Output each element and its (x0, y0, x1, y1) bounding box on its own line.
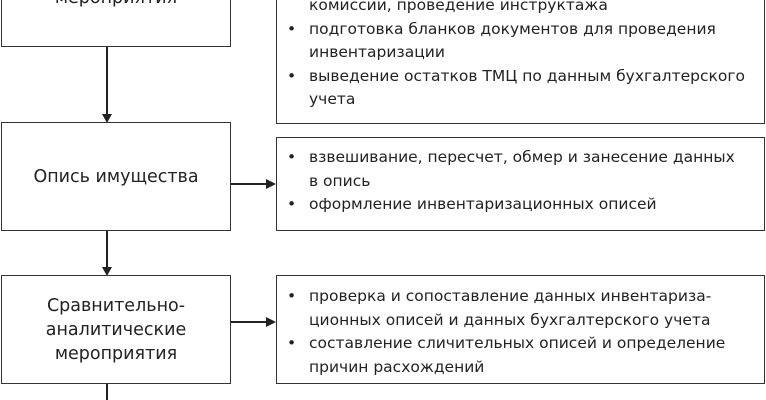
stage-label: аналитические (45, 319, 187, 340)
detail-line: проверка и сопоставление данных инвентар… (309, 287, 712, 305)
detail-item: • взвешивание, пересчет, обмер и занесен… (287, 146, 764, 193)
detail-line: составление сличительных описей и опреде… (309, 334, 726, 352)
detail-item: • подготовка бланков документов для пров… (287, 18, 764, 65)
stage-box-comparative: Сравнительно- аналитические мероприятия (1, 275, 231, 384)
detail-line: инвентаризации (309, 43, 445, 61)
detail-line: в опись (309, 171, 371, 190)
arrow-head (266, 179, 276, 189)
stage-box-inventory: Опись имущества (1, 122, 231, 231)
stage-label: мероприятия (54, 343, 178, 364)
bullet-icon: • (287, 148, 297, 166)
detail-line: выведение остатков ТМЦ по данным бухгалт… (309, 66, 745, 85)
detail-item: • выведение остатков ТМЦ по данным бухга… (287, 65, 764, 112)
details-box-inventory: • взвешивание, пересчет, обмер и занесен… (276, 137, 765, 231)
bullet-icon: • (287, 287, 297, 305)
connector-down-3 (106, 384, 108, 400)
detail-line: подготовка бланков документов для провед… (309, 19, 716, 38)
bullet-icon: • (287, 19, 297, 38)
arrow-head (266, 317, 276, 327)
stage-label: мероприятия (55, 0, 177, 10)
stage-label: Сравнительно- (46, 295, 186, 316)
details-box-comparative: • проверка и сопоставление данных инвент… (276, 275, 765, 384)
arrow-down-2 (106, 231, 108, 267)
arrow-head (102, 114, 112, 123)
detail-item: • проверка и сопоставление данных инвент… (287, 285, 764, 332)
detail-line: оформление инвентаризационных описей (309, 195, 657, 213)
detail-item: комиссии, проведение инструктажа (309, 0, 764, 18)
arrow-head (102, 267, 112, 276)
details-box-preparatory: комиссии, проведение инструктажа • подго… (276, 0, 765, 124)
arrow-right-2 (231, 321, 267, 323)
detail-item: • составление сличительных описей и опре… (287, 332, 764, 379)
detail-item: • оформление инвентаризационных описей (287, 193, 764, 217)
stage-label: Опись имущества (33, 166, 199, 187)
arrow-right-1 (231, 183, 267, 185)
detail-line: взвешивание, пересчет, обмер и занесение… (309, 148, 735, 166)
arrow-down-1 (106, 47, 108, 114)
detail-line: ционных описей и данных бухгалтерского у… (309, 310, 711, 329)
bullet-icon: • (287, 195, 297, 213)
bullet-icon: • (287, 334, 297, 352)
bullet-icon: • (287, 66, 297, 85)
detail-line: комиссии, проведение инструктажа (309, 0, 608, 14)
detail-line: причин расхождений (309, 357, 485, 376)
stage-box-preparatory: мероприятия (1, 0, 231, 47)
detail-line: учета (309, 90, 356, 108)
